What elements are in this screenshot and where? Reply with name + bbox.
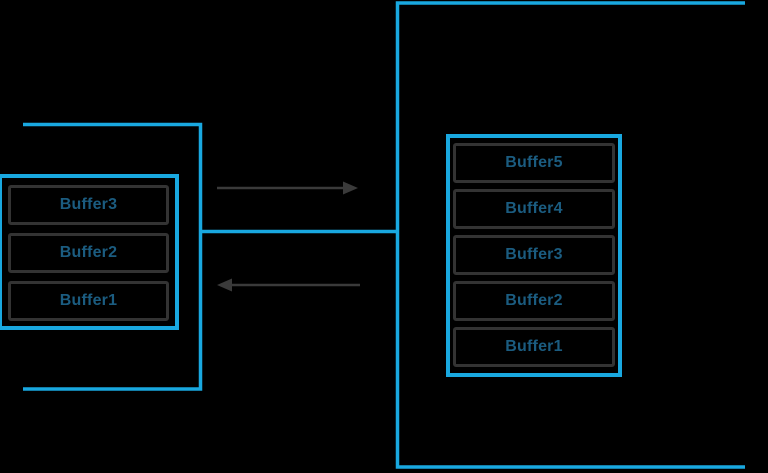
buffer-item: Buffer5 xyxy=(453,143,615,183)
arrow-right-head xyxy=(343,181,358,195)
arrow-left-icon xyxy=(217,278,360,292)
buffer-item: Buffer1 xyxy=(453,327,615,367)
left-bracket-outline xyxy=(23,122,203,391)
left-buffer-stack: Buffer3 Buffer2 Buffer1 xyxy=(0,174,179,330)
buffer-item: Buffer4 xyxy=(453,189,615,229)
buffer-item: Buffer1 xyxy=(8,281,169,321)
buffer-item: Buffer3 xyxy=(453,235,615,275)
right-bracket-outline xyxy=(395,1,745,469)
buffer-item: Buffer3 xyxy=(8,185,169,225)
arrow-right-icon xyxy=(217,181,358,195)
arrow-left-head xyxy=(217,278,232,292)
right-buffer-stack: Buffer5 Buffer4 Buffer3 Buffer2 Buffer1 xyxy=(446,134,622,377)
buffer-item: Buffer2 xyxy=(8,233,169,273)
buffer-item: Buffer2 xyxy=(453,281,615,321)
